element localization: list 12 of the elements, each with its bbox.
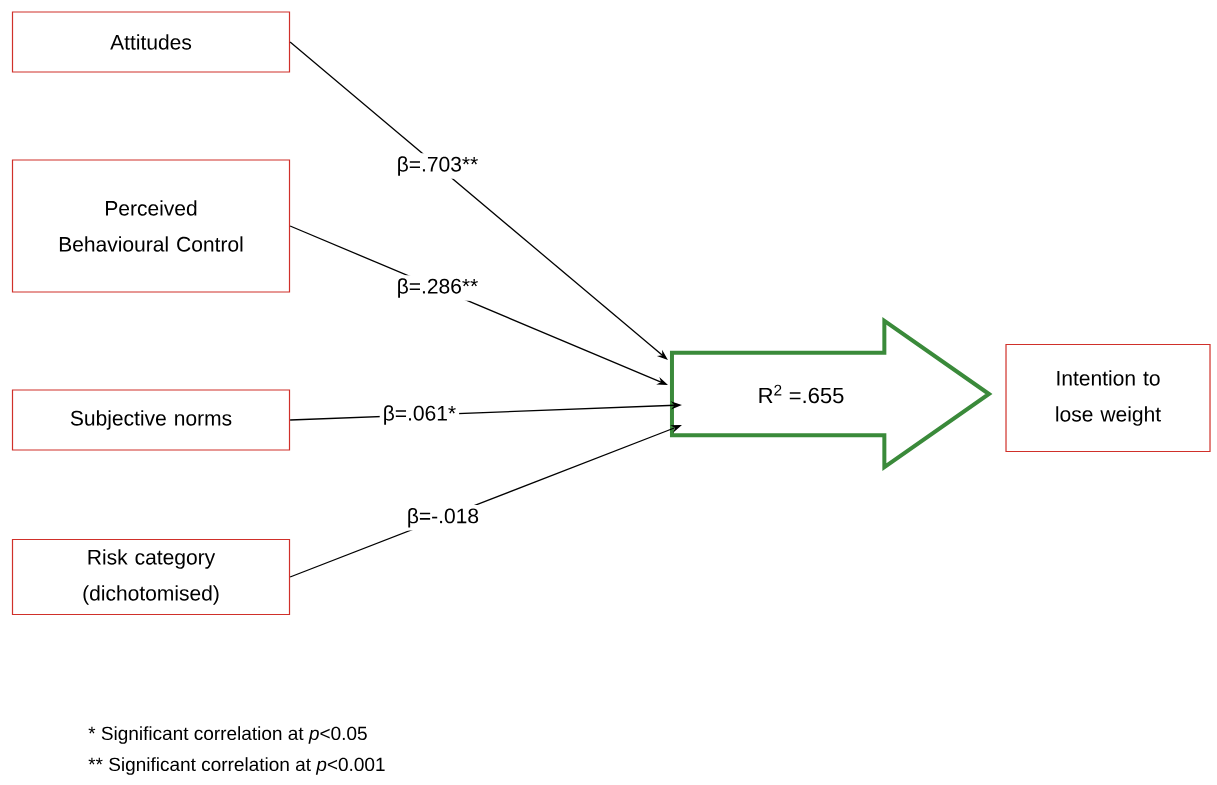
edge-label: β=.286** xyxy=(393,275,482,301)
footnote: * Significant correlation at p<0.05 xyxy=(88,726,367,744)
factor-box: Attitudes xyxy=(11,11,291,73)
footnote: ** Significant correlation at p<0.001 xyxy=(88,757,385,775)
factor-box: Subjective norms xyxy=(11,389,291,451)
edge-label: β=.061* xyxy=(379,402,460,428)
edge-label: β=.703** xyxy=(393,153,482,179)
arrow xyxy=(289,41,668,360)
edge-label: β=-.018 xyxy=(403,504,483,531)
outcome-box: Intention to lose weight xyxy=(1005,343,1211,453)
factor-box: Risk category (dichotomised) xyxy=(11,538,291,616)
factor-box: Perceived Behavioural Control xyxy=(11,159,291,293)
